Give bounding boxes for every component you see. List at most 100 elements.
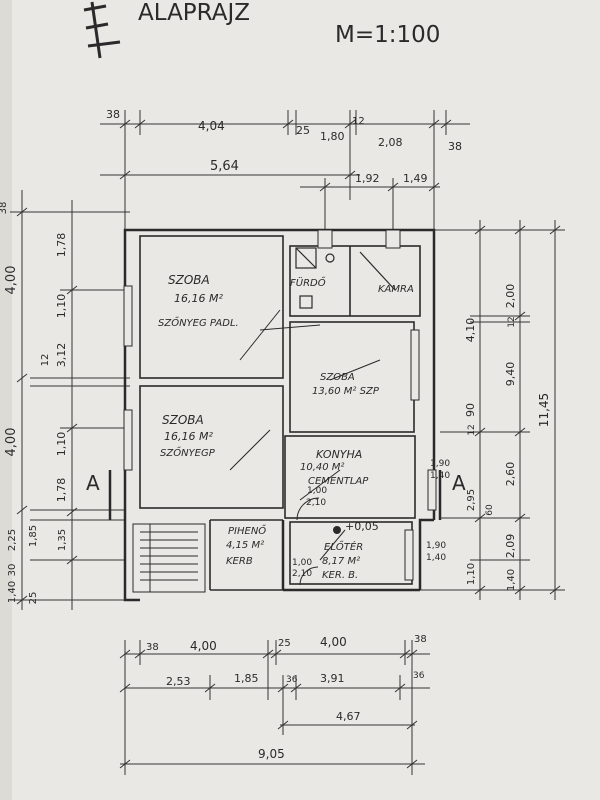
dim-left-inner-5: 1,10 bbox=[55, 432, 68, 457]
paper-edge bbox=[0, 0, 12, 800]
level-value: +0,05 bbox=[345, 520, 379, 533]
exterior-walls bbox=[123, 228, 436, 602]
dim-top-7: 38 bbox=[448, 140, 462, 153]
svg-text:A: A bbox=[452, 471, 466, 495]
window-notes: 1,90 1,40 1,90 1,40 1,00 2,10 1,00 2,10 bbox=[292, 459, 450, 579]
bath-outline bbox=[289, 245, 421, 317]
dim-top-sub-1: 1,92 bbox=[355, 172, 380, 185]
dim-top-5: 12 bbox=[352, 116, 365, 127]
dim-right-3: 4,10 bbox=[464, 318, 477, 343]
room-hall-name: ELŐTÉR bbox=[324, 539, 363, 553]
dim-top-total: 5,64 bbox=[210, 159, 239, 174]
dim-bottom-5: 38 bbox=[414, 634, 427, 645]
dim-left-1: 38 bbox=[0, 202, 9, 215]
plan-scale: M=1:100 bbox=[335, 22, 440, 48]
dim-top-2: 4,04 bbox=[198, 119, 225, 133]
dim-bottom-6: 2,53 bbox=[166, 675, 191, 688]
dim-top-3: 25 bbox=[296, 124, 310, 137]
dim-right-total: 11,45 bbox=[537, 393, 551, 427]
dim-right-1: 2,00 bbox=[504, 284, 517, 309]
dim-right-11: 2,09 bbox=[504, 534, 517, 559]
leader-lines bbox=[229, 309, 381, 561]
dim-left-inner-2: 1,10 bbox=[55, 294, 68, 319]
bottom-dimension-lines bbox=[119, 640, 430, 775]
dim-top-6: 2,08 bbox=[378, 136, 403, 149]
room-bathroom-name: FÜRDŐ bbox=[290, 275, 326, 289]
dim-right-8: 1,10 bbox=[466, 563, 477, 585]
dim-bottom-1: 38 bbox=[146, 642, 159, 653]
door-swing-kitchen-icon bbox=[296, 497, 320, 521]
level-marker: +0,05 bbox=[333, 520, 379, 534]
dim-top-sub-2: 1,49 bbox=[403, 172, 428, 185]
toilet-icon bbox=[299, 295, 313, 309]
dim-right-7: 90 bbox=[464, 403, 477, 417]
room-bedroom-right-area: 13,60 M² SZP bbox=[312, 386, 380, 397]
door-note-1: 1,00 bbox=[292, 558, 312, 568]
room-bedroom-top-name: SZOBA bbox=[168, 273, 210, 287]
dim-bottom-8: 36 bbox=[286, 675, 298, 685]
dim-left-3: 4,00 bbox=[4, 428, 19, 457]
section-mark-right: A bbox=[438, 470, 466, 520]
window-right-1 bbox=[410, 329, 420, 401]
dim-top-4: 1,80 bbox=[320, 130, 345, 143]
interior-walls bbox=[139, 235, 421, 591]
svg-text:A: A bbox=[86, 471, 100, 495]
dim-left-inner-7: 1,85 bbox=[28, 525, 39, 547]
windows bbox=[123, 229, 437, 581]
entrance-stairs bbox=[132, 523, 206, 593]
room-bedroom-right-name: SZOBA bbox=[320, 372, 355, 383]
door-swings bbox=[296, 497, 320, 586]
room-bathtub-name: KAMRA bbox=[378, 284, 414, 295]
window-note-2: 1,40 bbox=[430, 471, 450, 481]
door-note-2: 2,10 bbox=[292, 569, 312, 579]
dim-right-2: 12 bbox=[507, 316, 517, 327]
door-swing-hall-icon bbox=[299, 566, 319, 586]
room-kitchen-floor: CEMENTLAP bbox=[308, 476, 369, 487]
dim-bottom-10: 36 bbox=[413, 671, 425, 681]
window-left-1 bbox=[123, 285, 133, 347]
window-note-1: 1,90 bbox=[430, 459, 450, 469]
dim-left-4: 30 bbox=[7, 564, 18, 577]
window-right-3 bbox=[404, 529, 414, 581]
room-kitchen-name: KONYHA bbox=[316, 448, 362, 461]
dim-right-6: 12 bbox=[467, 424, 477, 435]
shower-icon bbox=[295, 247, 317, 269]
top-dimension-lines bbox=[100, 110, 470, 232]
dim-bottom-7: 1,85 bbox=[234, 672, 259, 685]
door-note-3: 1,00 bbox=[307, 486, 327, 496]
dim-left-inner-4: 3,12 bbox=[55, 343, 68, 368]
room-landing-floor: KERB bbox=[226, 556, 253, 567]
room-bedroom-left-name: SZOBA bbox=[162, 413, 204, 427]
dim-left-inner-8: 1,35 bbox=[57, 529, 68, 551]
plan-title: ALAPRAJZ bbox=[138, 0, 250, 26]
north-symbol-icon bbox=[83, 1, 121, 59]
room-bedroom-top-area: 16,16 M² bbox=[174, 292, 223, 305]
dim-bottom-2: 4,00 bbox=[190, 639, 217, 653]
dim-bottom-9: 3,91 bbox=[320, 672, 345, 685]
window-note-3: 1,90 bbox=[426, 541, 446, 551]
dim-bottom-4: 4,00 bbox=[320, 635, 347, 649]
dim-bottom-3: 25 bbox=[278, 638, 291, 649]
dim-right-5: 60 bbox=[485, 504, 495, 516]
section-mark-left: A bbox=[86, 470, 112, 520]
room-bedroom-left-area: 16,16 M² bbox=[164, 430, 213, 443]
dim-left-5: 2,25 bbox=[7, 529, 18, 551]
bathroom-fixtures bbox=[295, 247, 396, 309]
left-dimension-lines bbox=[10, 190, 130, 610]
dim-left-2: 4,00 bbox=[4, 266, 19, 295]
dim-right-4: 2,95 bbox=[466, 489, 477, 511]
window-note-4: 1,40 bbox=[426, 553, 446, 563]
dim-right-9: 9,40 bbox=[504, 362, 517, 387]
dim-top-1: 38 bbox=[106, 108, 120, 121]
room-bedroom-top-floor: SZŐNYEG PADL. bbox=[158, 315, 239, 329]
room-labels: SZOBA 16,16 M² SZŐNYEG PADL. FÜRDŐ KAMRA… bbox=[158, 273, 414, 581]
dim-left-inner-1: 1,78 bbox=[55, 233, 68, 258]
room-landing-area: 4,15 M² bbox=[226, 540, 264, 551]
window-top-2 bbox=[385, 229, 401, 249]
dim-bottom-11: 4,67 bbox=[336, 710, 361, 723]
bedroom-top-outline bbox=[139, 235, 284, 379]
dim-left-inner-6: 1,78 bbox=[55, 478, 68, 503]
room-hall-floor: KER. B. bbox=[322, 570, 358, 581]
